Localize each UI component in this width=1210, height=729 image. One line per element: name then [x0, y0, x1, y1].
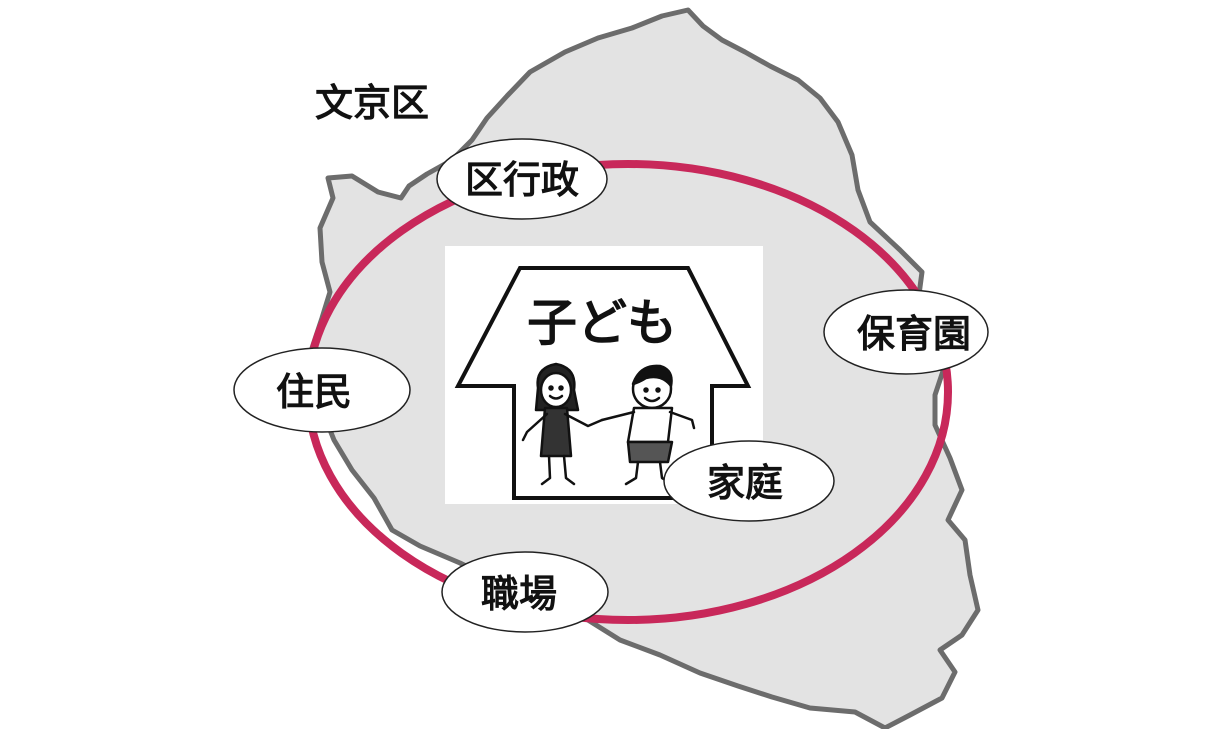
node-hoikuen-label: 保育園 — [857, 312, 971, 356]
girl-figure — [521, 362, 604, 486]
node-hoikuen: 保育園 — [823, 289, 989, 375]
region-label: 文京区 — [315, 81, 429, 125]
node-gyosei-label: 区行政 — [465, 158, 579, 202]
node-katei: 家庭 — [663, 440, 835, 522]
node-shokuba: 職場 — [441, 551, 609, 633]
node-jumin-label: 住民 — [276, 370, 352, 414]
children-illustration — [521, 362, 696, 486]
node-shokuba-label: 職場 — [481, 572, 557, 616]
boy-figure — [600, 364, 696, 486]
node-gyosei: 区行政 — [436, 138, 608, 220]
node-katei-label: 家庭 — [707, 461, 783, 505]
center-label: 子ども — [527, 294, 677, 352]
node-jumin: 住民 — [233, 347, 411, 433]
